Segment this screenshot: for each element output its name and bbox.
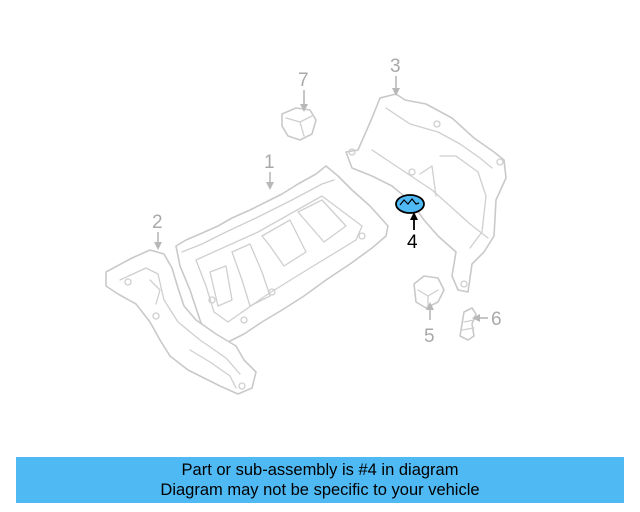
part-5-clip [413,275,445,309]
arrow-5 [426,302,434,310]
part-2-front-cover [105,249,257,395]
callout-6: 6 [491,309,502,330]
arrow-2 [154,242,162,250]
arrow-4 [410,212,418,220]
arrow-7 [300,104,308,112]
part-3-rear-cover [345,93,507,293]
part-7-bracket [281,107,317,141]
callout-1: 1 [264,152,275,173]
banner-line-disclaimer: Diagram may not be specific to your vehi… [160,481,480,499]
part-4-clip-highlighted [395,194,425,214]
callout-3: 3 [390,56,401,77]
info-banner: Part or sub-assembly is #4 in diagram Di… [16,457,624,503]
parts-diagram: 7 3 1 2 4 5 6 [105,56,507,395]
callout-7: 7 [298,70,309,91]
arrow-6 [472,314,480,322]
callout-2: 2 [152,212,163,233]
part-6-screw [459,307,477,341]
banner-line-part: Part or sub-assembly is #4 in diagram [181,461,459,479]
arrow-3 [392,88,400,96]
arrow-1 [266,182,274,190]
callout-5: 5 [424,326,435,347]
callout-4: 4 [407,232,418,253]
part-1-center-cover [175,165,389,345]
